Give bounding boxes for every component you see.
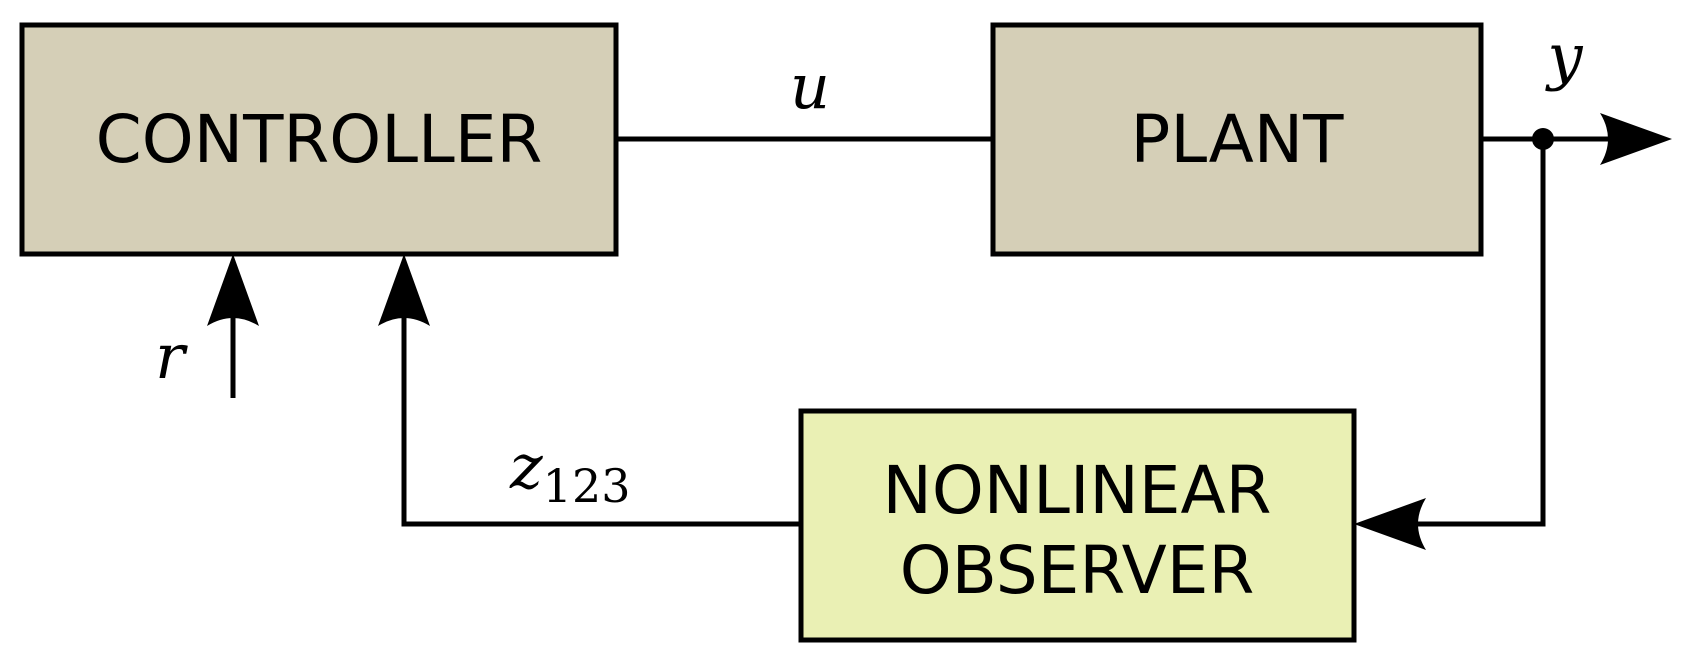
r-input-arrowhead bbox=[207, 254, 259, 326]
y-feedback-line bbox=[1380, 139, 1546, 527]
plant-box bbox=[990, 22, 1484, 257]
plant-label: PLANT bbox=[1131, 101, 1345, 178]
z123-label: z123 bbox=[509, 430, 630, 513]
plant-block: PLANT bbox=[990, 22, 1484, 257]
observer-block: NONLINEAR OBSERVER bbox=[798, 408, 1357, 643]
z-feedback-line bbox=[401, 290, 801, 527]
r-label: r bbox=[155, 320, 188, 393]
signal-y: y bbox=[1481, 20, 1672, 165]
z-subscript: 123 bbox=[543, 459, 631, 513]
y-label: y bbox=[1544, 20, 1583, 93]
observer-box bbox=[798, 408, 1357, 643]
controller-label: CONTROLLER bbox=[96, 101, 543, 178]
signal-u: u bbox=[616, 50, 993, 142]
signal-r: r bbox=[155, 254, 259, 398]
z-input-arrowhead bbox=[378, 254, 430, 326]
signal-z123: z123 bbox=[378, 254, 801, 527]
y-output-arrowhead bbox=[1600, 113, 1672, 165]
observer-label-line1: NONLINEAR bbox=[882, 452, 1271, 529]
z-symbol: z bbox=[509, 430, 543, 503]
u-label: u bbox=[790, 50, 830, 123]
controller-box bbox=[19, 22, 619, 257]
observer-feedback bbox=[1354, 139, 1546, 550]
observer-label-line2: OBSERVER bbox=[900, 532, 1255, 609]
controller-block: CONTROLLER bbox=[19, 22, 619, 257]
observer-input-arrowhead bbox=[1354, 498, 1426, 550]
